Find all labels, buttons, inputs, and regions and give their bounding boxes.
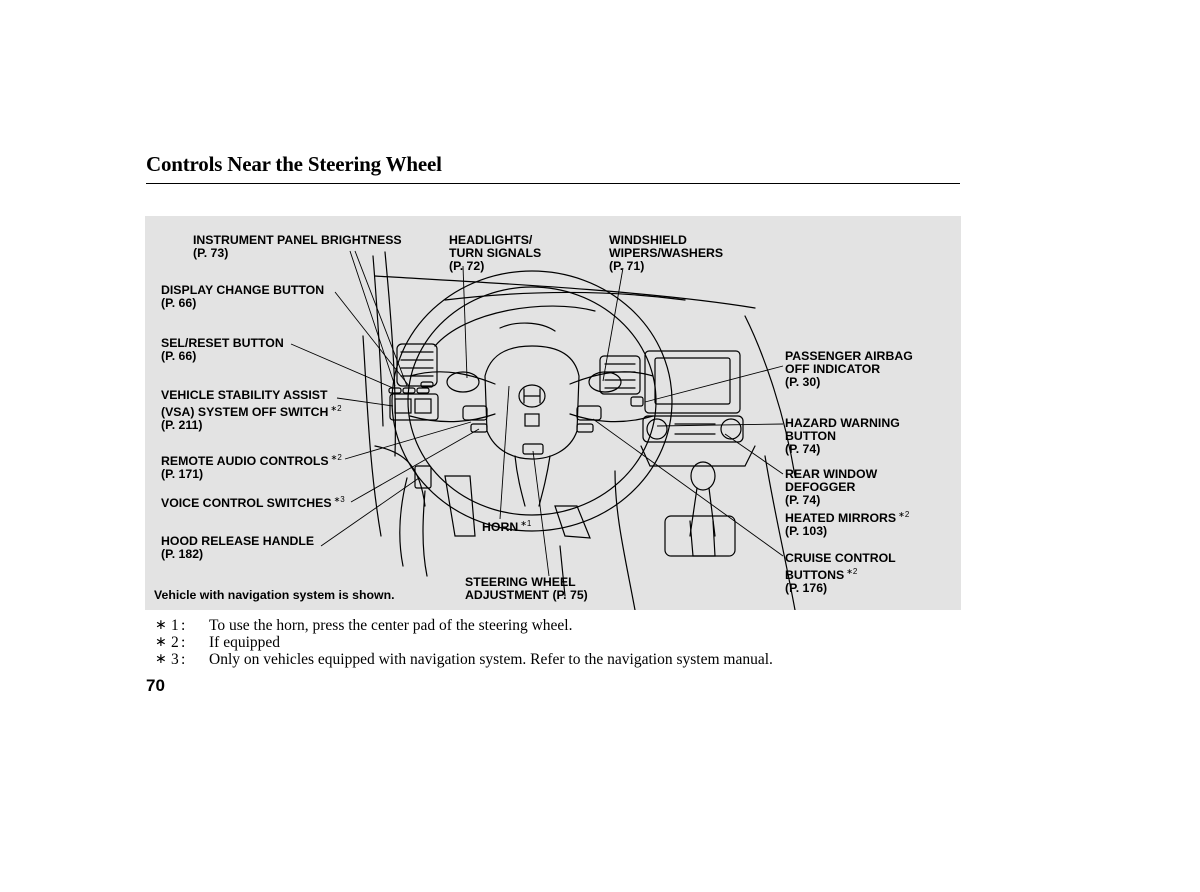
callout-label-line1: CRUISE CONTROL (785, 551, 896, 565)
callout-label-line2: BUTTONS (785, 568, 845, 582)
callout-heated-mirrors: HEATED MIRRORS∗2 (P. 103) (785, 508, 909, 538)
callout-label-line2: TURN SIGNALS (449, 246, 542, 260)
callout-rear-window-defogger: REAR WINDOW DEFOGGER (P. 74) (785, 468, 877, 507)
callout-label-line2: (VSA) SYSTEM OFF SWITCH (161, 405, 329, 419)
footnote-mark: ∗2 (846, 567, 858, 576)
callout-vsa-off-switch: VEHICLE STABILITY ASSIST (VSA) SYSTEM OF… (161, 389, 342, 432)
footnote-mark: ∗1 (520, 519, 532, 528)
page-reference: (P. 71) (609, 259, 645, 273)
page-reference: (P. 182) (161, 547, 204, 561)
callout-label-line1: REAR WINDOW (785, 467, 878, 481)
callout-hood-release-handle: HOOD RELEASE HANDLE (P. 182) (161, 535, 314, 561)
footnote-mark: ∗2 (330, 453, 342, 462)
callout-label-line1: PASSENGER AIRBAG (785, 349, 913, 363)
diagram-caption: Vehicle with navigation system is shown. (154, 588, 395, 602)
callout-sel-reset-button: SEL/RESET BUTTON (P. 66) (161, 337, 284, 363)
footnote-mark: ∗2 (898, 510, 910, 519)
footnote-mark: ∗2 (330, 404, 342, 413)
page-title: Controls Near the Steering Wheel (146, 152, 442, 176)
page-reference: (P. 74) (785, 442, 821, 456)
callout-hazard-warning-button: HAZARD WARNING BUTTON (P. 74) (785, 417, 900, 456)
callout-label-line2: WIPERS/WASHERS (609, 246, 724, 260)
footnote-1: ∗ 1 : To use the horn, press the center … (155, 617, 773, 634)
asterisk-mark: ∗ (155, 634, 167, 650)
footnote-text: If equipped (209, 634, 281, 651)
title-rule (146, 183, 960, 184)
callout-display-change-button: DISPLAY CHANGE BUTTON (P. 66) (161, 284, 324, 310)
page-reference: (P. 176) (785, 581, 828, 595)
callout-label-line1: HEADLIGHTS/ (449, 233, 533, 247)
footnote-text: To use the horn, press the center pad of… (209, 617, 573, 634)
footnote-colon: : (181, 651, 186, 668)
footnote-number: 1 (171, 617, 179, 634)
footnote-3: ∗ 3 : Only on vehicles equipped with nav… (155, 651, 773, 668)
dashboard-illustration (290, 250, 796, 610)
callout-label: SEL/RESET BUTTON (161, 336, 284, 350)
callout-horn: HORN∗1 (482, 517, 531, 534)
page-number: 70 (146, 676, 165, 695)
page-reference: (P. 211) (161, 418, 203, 432)
asterisk-mark: ∗ (155, 651, 167, 667)
page-reference: (P. 103) (785, 524, 828, 538)
callout-label-line2: OFF INDICATOR (785, 362, 881, 376)
footnotes: ∗ 1 : To use the horn, press the center … (155, 617, 773, 668)
page-reference: (P. 66) (161, 296, 197, 310)
callout-passenger-airbag-off: PASSENGER AIRBAG OFF INDICATOR (P. 30) (785, 350, 913, 389)
footnote-number: 3 (171, 651, 179, 668)
callout-label: HEATED MIRRORS (785, 511, 897, 525)
page-reference: (P. 72) (449, 259, 485, 273)
callout-headlights-turn-signals: HEADLIGHTS/ TURN SIGNALS (P. 72) (449, 234, 541, 273)
footnote-2: ∗ 2 : If equipped (155, 634, 773, 651)
callout-label: INSTRUMENT PANEL BRIGHTNESS (193, 233, 402, 247)
footnote-colon: : (181, 634, 186, 651)
footnote-mark: ∗3 (333, 495, 345, 504)
callout-voice-control-switches: VOICE CONTROL SWITCHES∗3 (161, 493, 345, 510)
callout-label-line1: STEERING WHEEL (465, 575, 576, 589)
footnote-colon: : (181, 617, 186, 634)
callout-label-line2: DEFOGGER (785, 480, 856, 494)
page-reference: (P. 66) (161, 349, 197, 363)
page-reference: (P. 73) (193, 246, 229, 260)
callout-label: HOOD RELEASE HANDLE (161, 534, 315, 548)
callout-label-line2: BUTTON (785, 429, 837, 443)
asterisk-mark: ∗ (155, 617, 167, 633)
footnote-text: Only on vehicles equipped with navigatio… (209, 651, 773, 668)
page-reference: (P. 171) (161, 467, 204, 481)
callout-windshield-wipers: WINDSHIELD WIPERS/WASHERS (P. 71) (609, 234, 723, 273)
callout-label-line2: ADJUSTMENT (P. 75) (465, 588, 588, 602)
callout-label: REMOTE AUDIO CONTROLS (161, 454, 329, 468)
callout-label: DISPLAY CHANGE BUTTON (161, 283, 325, 297)
callout-label-line1: VEHICLE STABILITY ASSIST (161, 388, 328, 402)
callout-label-line1: WINDSHIELD (609, 233, 687, 247)
callout-label-line1: HAZARD WARNING (785, 416, 900, 430)
page-reference: (P. 74) (785, 493, 821, 507)
page-reference: (P. 30) (785, 375, 821, 389)
callout-steering-wheel-adjustment: STEERING WHEEL ADJUSTMENT (P. 75) (465, 576, 588, 602)
callout-remote-audio-controls: REMOTE AUDIO CONTROLS∗2 (P. 171) (161, 451, 342, 481)
callout-cruise-control-buttons: CRUISE CONTROL BUTTONS∗2 (P. 176) (785, 552, 896, 595)
steering-wheel-diagram: INSTRUMENT PANEL BRIGHTNESS (P. 73) DISP… (145, 216, 961, 610)
callout-label: HORN (482, 520, 519, 534)
footnote-number: 2 (171, 634, 179, 651)
callout-instrument-panel-brightness: INSTRUMENT PANEL BRIGHTNESS (P. 73) (193, 234, 402, 260)
callout-label: VOICE CONTROL SWITCHES (161, 496, 332, 510)
